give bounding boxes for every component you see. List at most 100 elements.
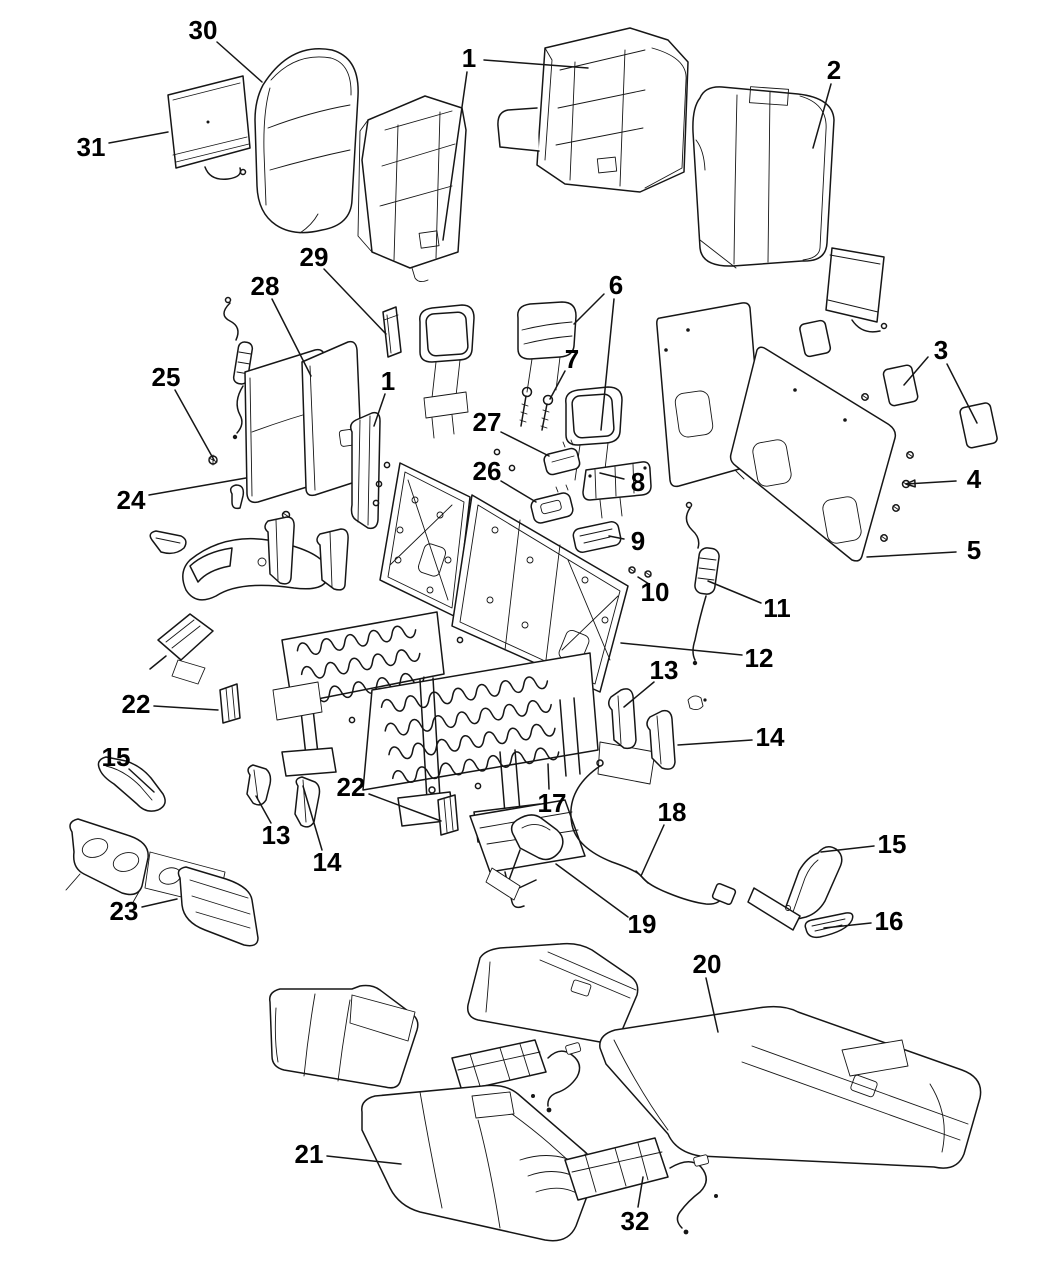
callout-15: 15 bbox=[102, 742, 131, 772]
leader-line-30 bbox=[216, 41, 263, 83]
callout-22: 22 bbox=[337, 772, 366, 802]
headrest-latch-8 bbox=[582, 461, 652, 519]
leader-line-25 bbox=[174, 389, 215, 461]
seat-back-frame-60 bbox=[497, 27, 689, 193]
leader-line-1 bbox=[442, 71, 468, 241]
head-restraint-cover-right bbox=[825, 247, 888, 333]
bracket-22-right bbox=[428, 786, 459, 836]
leader-line-16 bbox=[823, 922, 872, 929]
head-restraint-cover-left bbox=[167, 75, 251, 180]
callout-28: 28 bbox=[251, 271, 280, 301]
callout-30: 30 bbox=[189, 15, 218, 45]
callout-3: 3 bbox=[934, 335, 948, 365]
leader-line-6 bbox=[600, 298, 615, 431]
callout-25: 25 bbox=[152, 362, 181, 392]
bracket-cluster bbox=[149, 613, 214, 685]
callout-31: 31 bbox=[77, 132, 106, 162]
callout-22: 22 bbox=[122, 689, 151, 719]
recliner-trim-15-right bbox=[747, 846, 843, 931]
floor-shield-23 bbox=[177, 866, 259, 947]
callout-11: 11 bbox=[763, 593, 791, 623]
leader-line-14 bbox=[302, 785, 323, 851]
leader-line-13 bbox=[623, 681, 655, 708]
callout-1: 1 bbox=[381, 366, 395, 396]
release-cable-18 bbox=[570, 759, 737, 906]
leader-line-21 bbox=[326, 1155, 402, 1165]
seat-back-cushion-60 bbox=[692, 86, 835, 269]
leader-line-13 bbox=[255, 795, 272, 824]
callout-29: 29 bbox=[300, 242, 329, 272]
leader-line-31 bbox=[108, 131, 169, 144]
headrest-bezel-26 bbox=[530, 484, 574, 524]
panel-screws bbox=[861, 393, 914, 542]
leader-line-6 bbox=[573, 293, 605, 325]
callout-13: 13 bbox=[262, 820, 291, 850]
callout-5: 5 bbox=[967, 535, 981, 565]
leader-line-24 bbox=[148, 477, 247, 496]
callout-4: 4 bbox=[967, 464, 982, 494]
striker-trim-29 bbox=[382, 306, 402, 358]
seat-back-panel-right bbox=[729, 346, 897, 562]
leader-line-19 bbox=[555, 863, 629, 918]
leader-line-12 bbox=[620, 642, 743, 656]
shield-small-b bbox=[316, 528, 349, 591]
leader-line-8 bbox=[599, 472, 625, 480]
seat-back-cover-40 bbox=[254, 48, 359, 234]
callout-9: 9 bbox=[631, 526, 645, 556]
heater-harness-32 bbox=[669, 1154, 718, 1235]
callout-15: 15 bbox=[878, 829, 907, 859]
callout-8: 8 bbox=[631, 467, 645, 497]
leader-line-29 bbox=[323, 268, 387, 335]
callout-19: 19 bbox=[628, 909, 657, 939]
callout-21: 21 bbox=[295, 1139, 324, 1169]
screw-icon bbox=[880, 534, 888, 542]
leader-line-20 bbox=[705, 977, 719, 1033]
leader-line-10 bbox=[637, 576, 650, 585]
callout-13: 13 bbox=[650, 655, 679, 685]
latch-cover-14-right bbox=[646, 695, 707, 770]
leader-line-2 bbox=[812, 83, 832, 149]
screws-10 bbox=[628, 566, 652, 578]
bezel-9 bbox=[572, 521, 622, 553]
leader-line-26 bbox=[500, 480, 537, 503]
callout-10: 10 bbox=[641, 577, 670, 607]
leader-line-18 bbox=[640, 824, 665, 877]
leader-line-27 bbox=[500, 431, 550, 457]
headrest-guide-bolts bbox=[519, 386, 554, 431]
leader-line-1 bbox=[483, 59, 589, 69]
callout-26: 26 bbox=[473, 456, 502, 486]
callout-32: 32 bbox=[621, 1206, 650, 1236]
leader-line-22 bbox=[153, 705, 219, 711]
callout-23: 23 bbox=[110, 896, 139, 926]
latch-cover-small-a bbox=[264, 516, 295, 585]
leader-line-22 bbox=[368, 793, 442, 822]
leader-line-7 bbox=[549, 370, 566, 400]
leader-line-3 bbox=[903, 356, 929, 386]
headrest-center bbox=[517, 301, 577, 393]
callout-1: 1 bbox=[462, 43, 476, 73]
leader-line-28 bbox=[271, 298, 312, 377]
latch-part-13-left bbox=[246, 764, 272, 806]
callout-14: 14 bbox=[313, 847, 342, 877]
frame-screws bbox=[348, 448, 516, 790]
latch-cover-13-right bbox=[608, 688, 637, 750]
leader-line-3 bbox=[946, 363, 978, 424]
callout-20: 20 bbox=[693, 949, 722, 979]
leader-line-15 bbox=[820, 845, 875, 853]
leader-line-5 bbox=[866, 551, 957, 558]
screw-icon bbox=[906, 451, 914, 459]
leader-line-11 bbox=[707, 580, 762, 604]
callout-7: 7 bbox=[565, 344, 579, 374]
callout-16: 16 bbox=[875, 906, 904, 936]
screw-icon bbox=[892, 504, 900, 512]
release-handle-19 bbox=[485, 814, 564, 901]
callout-6: 6 bbox=[609, 270, 623, 300]
callout-2: 2 bbox=[827, 55, 841, 85]
leader-line-9 bbox=[608, 535, 625, 540]
seat-back-side-member bbox=[349, 411, 381, 530]
leader-line-15 bbox=[128, 768, 155, 793]
headrest-left bbox=[419, 304, 475, 439]
heater-mat-left bbox=[451, 1039, 547, 1092]
vent-grille-icons bbox=[799, 319, 998, 449]
heater-mat-32 bbox=[564, 1137, 669, 1201]
